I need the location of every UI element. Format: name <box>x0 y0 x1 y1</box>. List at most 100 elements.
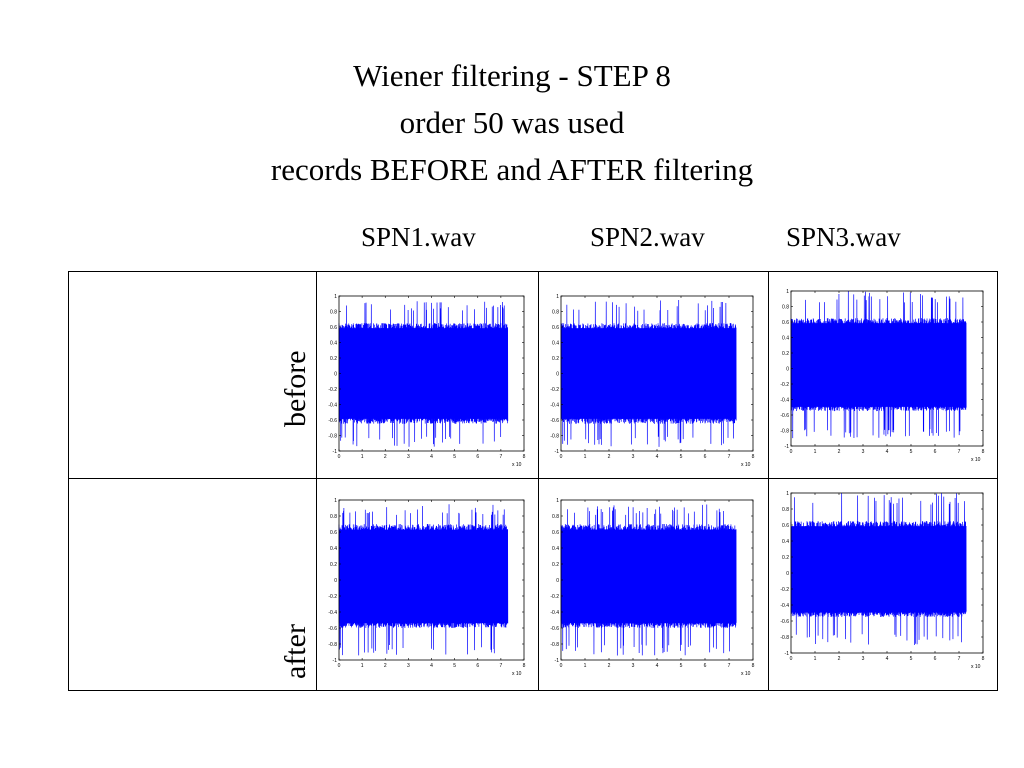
y-tick-label: 0.4 <box>782 335 789 341</box>
x-tick-label: 6 <box>476 454 479 460</box>
x-tick-label: 1 <box>361 663 364 669</box>
grid-divider-vertical <box>538 272 539 690</box>
y-tick-label: -0.8 <box>550 433 559 439</box>
y-tick-label: 0.2 <box>330 562 337 568</box>
y-tick-label: 0.6 <box>552 530 559 536</box>
title-line-2: order 50 was used <box>399 105 625 140</box>
x-tick-label: 1 <box>584 663 587 669</box>
x-axis-exponent-label: x 10 <box>741 462 751 468</box>
x-tick-label: 4 <box>656 454 659 460</box>
y-tick-label: -0.4 <box>780 397 789 403</box>
x-tick-label: 0 <box>790 449 793 455</box>
y-tick-label: -0.6 <box>328 418 337 424</box>
y-tick-label: -0.4 <box>780 603 789 609</box>
x-axis-exponent-label: x 10 <box>741 671 751 677</box>
y-tick-label: -1 <box>555 449 560 455</box>
x-tick-label: 3 <box>862 449 865 455</box>
x-tick-label: 4 <box>656 663 659 669</box>
x-axis-exponent-label: x 10 <box>512 671 522 677</box>
y-tick-label: -0.4 <box>328 402 337 408</box>
y-tick-label: 0.2 <box>782 555 789 561</box>
x-tick-label: 7 <box>728 663 731 669</box>
y-tick-label: 0.2 <box>552 562 559 568</box>
x-tick-label: 1 <box>814 656 817 662</box>
x-tick-label: 6 <box>476 663 479 669</box>
x-tick-label: 3 <box>407 454 410 460</box>
y-tick-label: -0.4 <box>328 610 337 616</box>
y-tick-label: -0.2 <box>550 594 559 600</box>
x-tick-label: 6 <box>934 449 937 455</box>
slide-title: Wiener filtering - STEP 8 order 50 was u… <box>0 52 1024 193</box>
y-tick-label: 0.2 <box>330 356 337 362</box>
y-tick-label: 0.4 <box>330 546 337 552</box>
x-tick-label: 6 <box>934 656 937 662</box>
x-tick-label: 4 <box>430 663 433 669</box>
y-tick-label: 0 <box>556 371 559 377</box>
y-tick-label: 0.8 <box>330 514 337 520</box>
x-tick-label: 2 <box>608 663 611 669</box>
y-tick-label: 1 <box>556 294 559 300</box>
x-tick-label: 5 <box>680 454 683 460</box>
x-tick-label: 2 <box>384 663 387 669</box>
y-tick-label: -1 <box>785 444 790 450</box>
title-line-1: Wiener filtering - STEP 8 <box>353 58 671 93</box>
x-tick-label: 3 <box>632 454 635 460</box>
x-tick-label: 2 <box>608 454 611 460</box>
x-tick-label: 7 <box>958 449 961 455</box>
x-tick-label: 5 <box>910 656 913 662</box>
y-tick-label: -0.4 <box>550 402 559 408</box>
y-tick-label: 0.4 <box>552 546 559 552</box>
x-axis-exponent-label: x 10 <box>512 462 522 468</box>
y-tick-label: 0.4 <box>330 340 337 346</box>
x-tick-label: 7 <box>958 656 961 662</box>
x-tick-label: 1 <box>814 449 817 455</box>
y-tick-label: -0.2 <box>780 587 789 593</box>
x-tick-label: 1 <box>584 454 587 460</box>
y-tick-label: -0.6 <box>550 626 559 632</box>
x-tick-label: 0 <box>560 663 563 669</box>
grid-divider-vertical <box>316 272 317 690</box>
x-tick-label: 2 <box>838 656 841 662</box>
y-tick-label: 0.4 <box>552 340 559 346</box>
y-tick-label: 0 <box>786 366 789 372</box>
y-tick-label: 0.2 <box>552 356 559 362</box>
y-tick-label: -0.6 <box>780 619 789 625</box>
x-tick-label: 3 <box>407 663 410 669</box>
signal-waveform-line <box>790 291 967 439</box>
x-tick-label: 8 <box>752 663 755 669</box>
x-tick-label: 8 <box>523 663 526 669</box>
y-tick-label: -0.4 <box>550 610 559 616</box>
grid-divider-vertical <box>768 272 769 690</box>
y-tick-label: 0.6 <box>330 325 337 331</box>
x-tick-label: 5 <box>453 663 456 669</box>
x-tick-label: 3 <box>632 663 635 669</box>
y-tick-label: 0 <box>334 371 337 377</box>
y-tick-label: 1 <box>786 491 789 497</box>
signal-waveform-line <box>790 493 967 645</box>
row-label-after: after <box>279 624 312 679</box>
x-tick-label: 5 <box>680 663 683 669</box>
y-tick-label: 1 <box>334 294 337 300</box>
x-tick-label: 4 <box>886 656 889 662</box>
y-tick-label: -0.2 <box>328 594 337 600</box>
x-tick-label: 1 <box>361 454 364 460</box>
signal-waveform-line <box>560 504 737 656</box>
y-tick-label: -0.8 <box>780 635 789 641</box>
y-tick-label: -1 <box>333 658 338 664</box>
x-axis-exponent-label: x 10 <box>971 664 981 670</box>
y-tick-label: 0 <box>334 578 337 584</box>
y-tick-label: 1 <box>556 498 559 504</box>
x-tick-label: 2 <box>838 449 841 455</box>
signal-waveform-line <box>338 301 509 447</box>
y-tick-label: -0.2 <box>550 387 559 393</box>
x-tick-label: 7 <box>728 454 731 460</box>
x-tick-label: 5 <box>910 449 913 455</box>
x-tick-label: 3 <box>862 656 865 662</box>
x-tick-label: 7 <box>499 454 502 460</box>
y-tick-label: -0.2 <box>780 382 789 388</box>
signal-waveform-line <box>338 504 509 656</box>
grid-divider-horizontal <box>69 478 997 479</box>
y-tick-label: 0.2 <box>782 351 789 357</box>
